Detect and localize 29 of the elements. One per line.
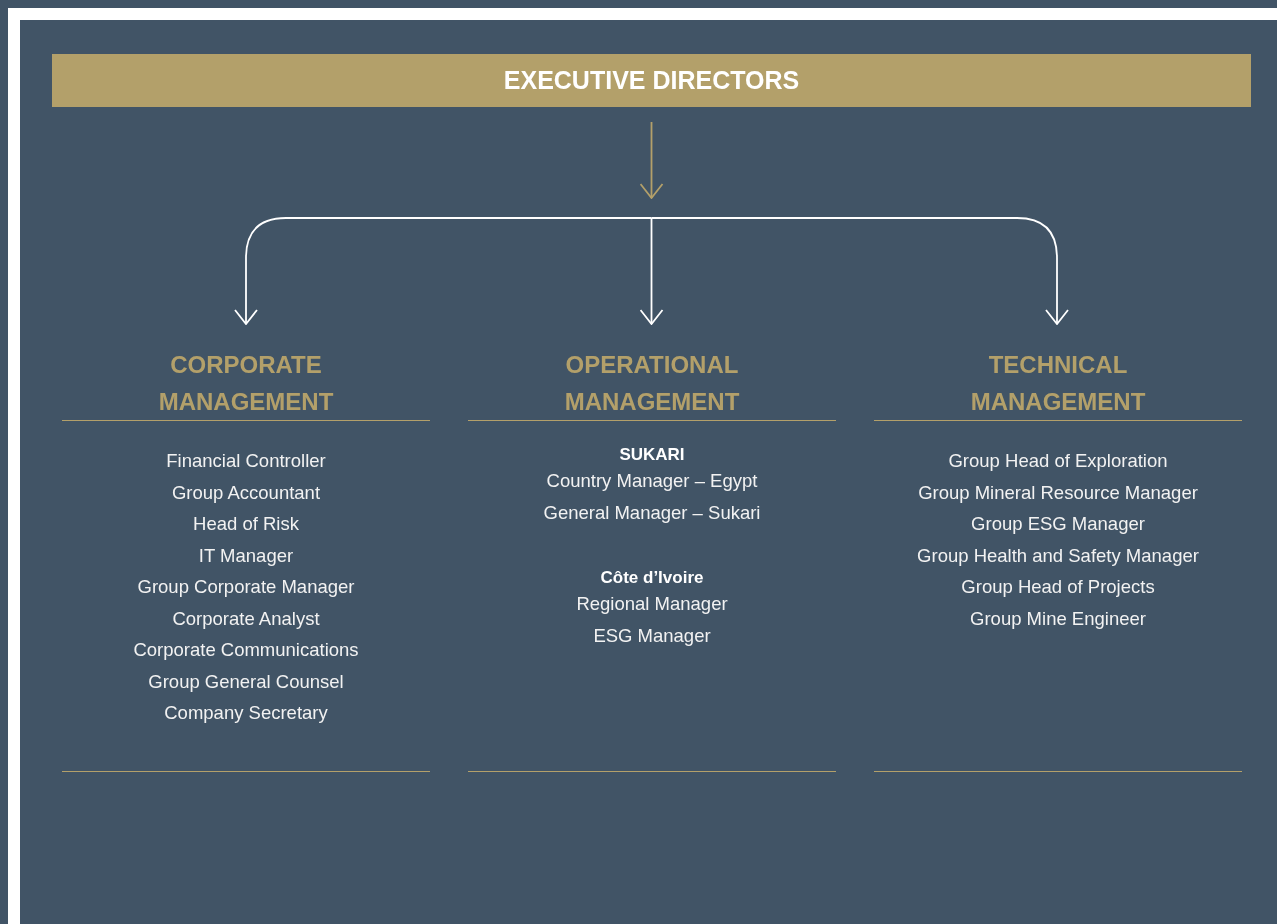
role-title: IT Manager xyxy=(198,543,294,568)
role-title: Group Head of Projects xyxy=(961,575,1155,599)
role-title: Regional Manager xyxy=(576,592,728,616)
role-title: Group Accountant xyxy=(171,480,321,505)
role-title: Head of Risk xyxy=(193,512,299,536)
role-title: Group ESG Manager xyxy=(971,512,1145,536)
role-title: Financial Controller xyxy=(166,449,326,473)
role-title: Group General Counsel xyxy=(148,669,344,694)
arrow xyxy=(234,217,653,325)
column-heading: OPERATIONAL MANAGEMENT xyxy=(563,350,741,417)
subheading: SUKARI xyxy=(619,445,685,465)
role-title: Corporate Communications xyxy=(133,638,359,662)
role-title: Group Corporate Manager xyxy=(137,575,355,599)
header-bar: EXECUTIVE DIRECTORS xyxy=(52,54,1251,107)
role-title: Company Secretary xyxy=(164,701,328,725)
role-title: Group Mineral Resource Manager xyxy=(918,480,1198,505)
role-title: Group Mine Engineer xyxy=(970,606,1146,631)
column-heading: CORPORATE MANAGEMENT xyxy=(157,350,335,417)
arrow xyxy=(639,217,664,325)
arrow xyxy=(639,121,664,199)
arrow xyxy=(650,217,1069,325)
role-title: General Manager – Sukari xyxy=(543,500,761,525)
role-title: Group Health and Safety Manager xyxy=(917,543,1199,568)
role-title: ESG Manager xyxy=(593,623,711,648)
role-title: Country Manager – Egypt xyxy=(546,469,758,493)
role-title: Group Head of Exploration xyxy=(948,449,1168,473)
role-title: Corporate Analyst xyxy=(172,606,320,631)
subheading: Côte d’Ivoire xyxy=(600,568,704,588)
column-heading: TECHNICAL MANAGEMENT xyxy=(969,350,1147,417)
